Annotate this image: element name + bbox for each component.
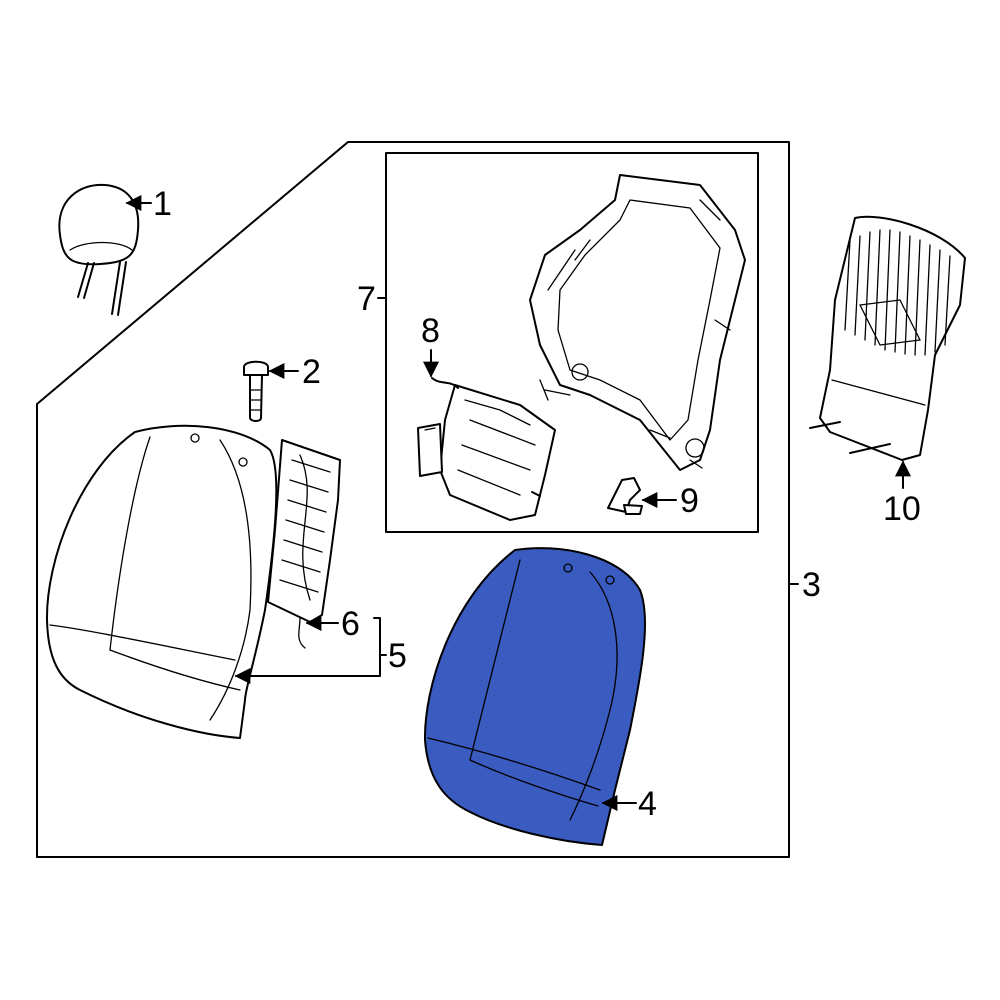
bracket-part[interactable] bbox=[607, 477, 643, 515]
callout-5: 5 bbox=[388, 637, 407, 675]
callout-9: 9 bbox=[680, 482, 699, 520]
callout-1: 1 bbox=[153, 185, 172, 223]
rear-panel-part[interactable] bbox=[809, 215, 966, 461]
seatback-frame-part[interactable] bbox=[529, 174, 746, 471]
callout-4: 4 bbox=[638, 785, 657, 823]
highlighted-cover-part[interactable] bbox=[423, 547, 647, 846]
callout-7: 7 bbox=[357, 280, 376, 318]
headrest-part[interactable] bbox=[58, 183, 140, 316]
leader-lines bbox=[125, 195, 911, 811]
seatback-cover-part[interactable] bbox=[45, 424, 278, 739]
callout-10: 10 bbox=[883, 490, 921, 528]
callout-8: 8 bbox=[421, 312, 440, 350]
callout-3: 3 bbox=[802, 566, 821, 604]
frame-group-box bbox=[385, 152, 759, 533]
callout-6: 6 bbox=[341, 605, 360, 643]
guide-bolt-part[interactable] bbox=[243, 360, 269, 422]
lumbar-unit-part[interactable] bbox=[417, 377, 556, 521]
heater-pad-part[interactable] bbox=[267, 439, 341, 649]
assembly-outline bbox=[36, 141, 790, 858]
callout-2: 2 bbox=[302, 353, 321, 391]
